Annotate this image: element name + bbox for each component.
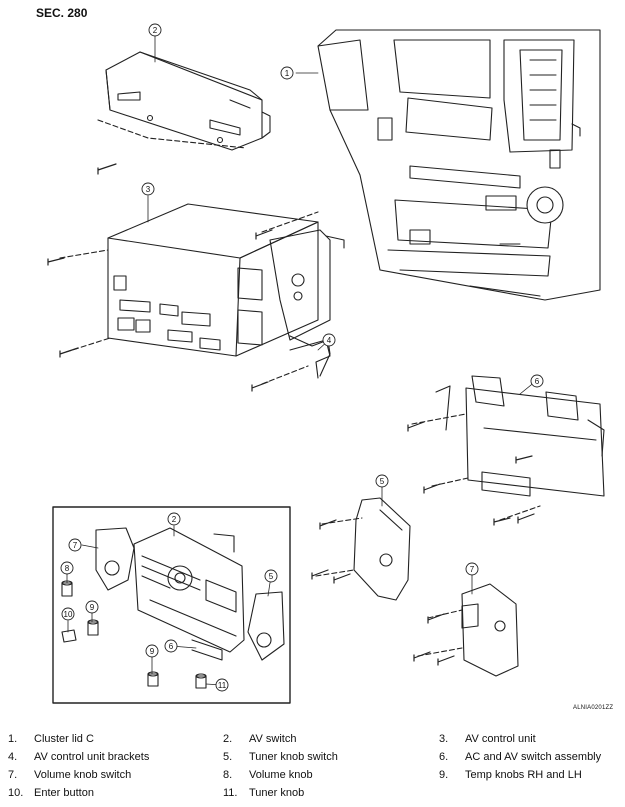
legend-item: 9.Temp knobs RH and LH xyxy=(439,769,582,781)
callout-9-upper: 9 xyxy=(85,600,99,614)
screws xyxy=(47,163,535,666)
av-switch-top-part xyxy=(97,51,271,151)
svg-text:9: 9 xyxy=(150,647,155,656)
legend-item: 6.AC and AV switch assembly xyxy=(439,751,602,763)
svg-text:7: 7 xyxy=(470,565,475,574)
legend-item: 1.Cluster lid C xyxy=(8,733,94,745)
callout-5-right: 5 xyxy=(375,474,389,488)
cluster-lid-part xyxy=(317,29,601,301)
svg-text:6: 6 xyxy=(169,642,174,651)
legend-item: 11.Tuner knob xyxy=(223,787,305,799)
section-label: SEC. 280 xyxy=(36,6,88,20)
callout-6: 6 xyxy=(530,374,544,388)
svg-text:1: 1 xyxy=(285,69,290,78)
svg-text:10: 10 xyxy=(64,610,73,619)
legend-item: 5.Tuner knob switch xyxy=(223,751,338,763)
legend-item: 3.AV control unit xyxy=(439,733,536,745)
callout-9-lower: 9 xyxy=(145,644,159,658)
svg-text:5: 5 xyxy=(380,477,385,486)
svg-text:6: 6 xyxy=(535,377,540,386)
tuner-knob-switch-part xyxy=(315,497,411,601)
svg-text:4: 4 xyxy=(327,336,332,345)
callout-7-inset: 7 xyxy=(68,538,82,552)
callout-6-inset: 6 xyxy=(164,639,178,653)
legend-item: 4.AV control unit brackets xyxy=(8,751,150,763)
callout-10: 10 xyxy=(61,607,75,621)
ac-av-switch-assembly-part xyxy=(411,375,605,521)
svg-text:8: 8 xyxy=(65,564,70,573)
svg-text:9: 9 xyxy=(90,603,95,612)
av-control-unit-bracket-part xyxy=(261,339,331,385)
svg-text:2: 2 xyxy=(153,26,158,35)
figure-code: ALNIA0201ZZ xyxy=(573,705,614,711)
svg-text:11: 11 xyxy=(218,681,227,690)
callouts: 1 2 3 4 6 5 7 2 7 5 8 10 9 6 9 11 xyxy=(60,23,544,692)
inset-box xyxy=(52,506,291,704)
legend-item: 2.AV switch xyxy=(223,733,297,745)
legend-item: 10.Enter button xyxy=(8,787,94,799)
svg-text:5: 5 xyxy=(269,572,274,581)
callout-8: 8 xyxy=(60,561,74,575)
callout-2-inset: 2 xyxy=(167,512,181,526)
av-control-unit-part xyxy=(59,203,345,377)
legend-item: 7.Volume knob switch xyxy=(8,769,132,781)
callout-2-top: 2 xyxy=(148,23,162,37)
inset-av-switch-part xyxy=(95,527,285,661)
svg-text:3: 3 xyxy=(146,185,151,194)
volume-knob-switch-part xyxy=(417,583,519,677)
callout-7-right: 7 xyxy=(465,562,479,576)
callout-1: 1 xyxy=(280,66,294,80)
inset-knobs xyxy=(61,580,207,689)
legend-item: 8.Volume knob xyxy=(223,769,313,781)
svg-text:2: 2 xyxy=(172,515,177,524)
callout-11: 11 xyxy=(215,678,229,692)
callout-4: 4 xyxy=(322,333,336,347)
callout-5-inset: 5 xyxy=(264,569,278,583)
callout-3: 3 xyxy=(141,182,155,196)
svg-text:7: 7 xyxy=(73,541,78,550)
